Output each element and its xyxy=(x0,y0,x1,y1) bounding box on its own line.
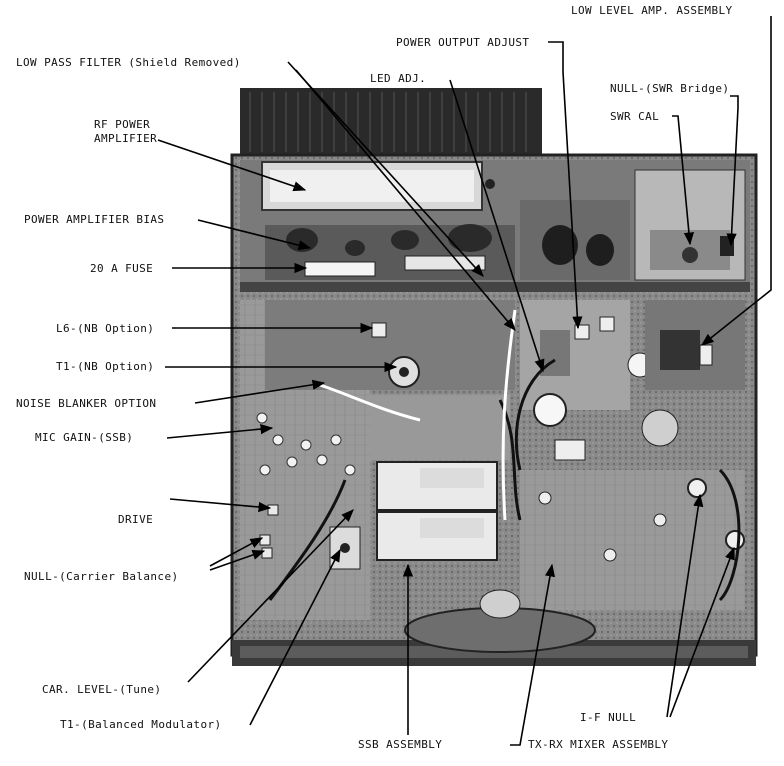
label-low-pass-filter: LOW PASS FILTER (Shield Removed) xyxy=(16,56,241,69)
label-t1-balanced: T1-(Balanced Modulator) xyxy=(60,718,222,731)
label-l6-nb: L6-(NB Option) xyxy=(56,322,155,335)
label-swr-cal: SWR CAL xyxy=(610,110,660,123)
label-power-amp-bias: POWER AMPLIFIER BIAS xyxy=(24,213,165,226)
label-ssb-assembly: SSB ASSEMBLY xyxy=(358,738,443,751)
label-if-null: I-F NULL xyxy=(580,711,637,724)
label-drive: DRIVE xyxy=(118,513,154,526)
label-null-carrier: NULL-(Carrier Balance) xyxy=(24,570,179,583)
label-rf-power-amp-line1: RF POWER xyxy=(94,118,151,131)
label-low-level-amp: LOW LEVEL AMP. ASSEMBLY xyxy=(571,4,733,17)
label-car-level: CAR. LEVEL-(Tune) xyxy=(42,683,162,696)
label-rf-power-amp-line2: AMPLIFIER xyxy=(94,132,158,145)
label-mic-gain: MIC GAIN-(SSB) xyxy=(35,431,134,444)
label-led-adj: LED ADJ. xyxy=(370,72,427,85)
label-power-output-adjust: POWER OUTPUT ADJUST xyxy=(396,36,530,49)
label-noise-blanker: NOISE BLANKER OPTION xyxy=(16,397,157,410)
tx-rx-mixer-board xyxy=(520,470,745,610)
label-fuse: 20 A FUSE xyxy=(90,262,154,275)
label-t1-nb: T1-(NB Option) xyxy=(56,360,155,373)
label-tx-rx-mixer: TX-RX MIXER ASSEMBLY xyxy=(528,738,669,751)
label-null-swr: NULL-(SWR Bridge) xyxy=(610,82,730,95)
